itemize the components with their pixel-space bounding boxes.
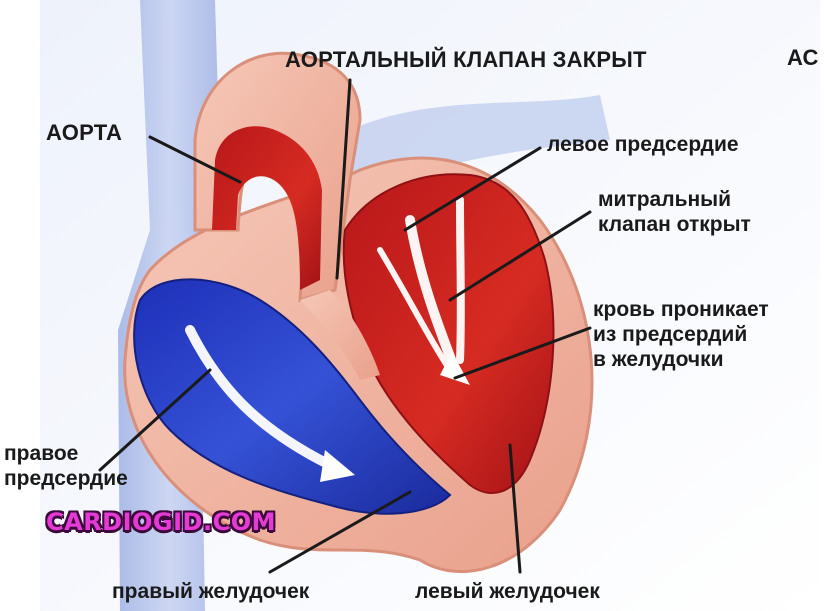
left-atrium-label: левое предсердие (547, 132, 739, 157)
right-atrium-label: правое предсердие (4, 441, 128, 491)
aortic-valve-label: АОРТАЛЬНЫЙ КЛАПАН ЗАКРЫТ (285, 47, 647, 72)
right-ventricle-label: правый желудочек (112, 579, 309, 604)
site-watermark: CARDIOGID.COM (46, 508, 276, 536)
cut-off-title-label: АС (787, 45, 819, 70)
aorta-label: АОРТА (46, 120, 122, 145)
left-ventricle-label: левый желудочек (415, 579, 600, 604)
blood-flow-label: кровь проникает из предсердий в желудочк… (593, 297, 769, 372)
mitral-valve-label: митральный клапан открыт (598, 187, 751, 237)
